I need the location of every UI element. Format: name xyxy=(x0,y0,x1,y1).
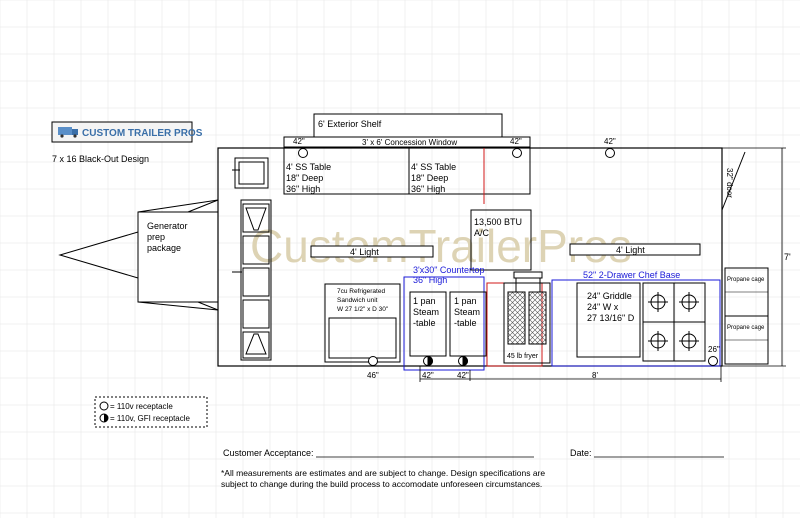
griddle xyxy=(576,282,641,358)
steam-table-2 xyxy=(449,291,487,357)
svg-text:18" Deep: 18" Deep xyxy=(286,173,323,183)
ac-unit xyxy=(470,209,532,271)
fryer-label: 45 lb fryer xyxy=(507,353,539,360)
company-logo: CUSTOM TRAILER PROS xyxy=(51,121,203,143)
right-outlet-height: 26" xyxy=(708,345,720,354)
svg-text:4' SS Table: 4' SS Table xyxy=(411,162,456,172)
propane-cage-2-label: Propane cage xyxy=(727,325,765,331)
svg-text:3'x30" Countertop: 3'x30" Countertop xyxy=(413,265,484,275)
steam-table-2-label: 1 pan Steam -table xyxy=(454,296,480,328)
gfi-receptacle-icon xyxy=(99,413,109,423)
floor-height-1: 46" xyxy=(367,371,379,380)
range-burners xyxy=(642,282,706,362)
svg-text:18" Deep: 18" Deep xyxy=(411,173,448,183)
door-label: 32" door xyxy=(725,168,734,198)
fryer xyxy=(503,271,551,364)
date-label: Date: xyxy=(570,448,592,458)
refrigerator-drawer xyxy=(328,317,397,359)
legend xyxy=(94,396,208,428)
fridge-label: 7cu Refrigerated Sandwich unit W 27 1/2"… xyxy=(337,288,389,313)
svg-text:prep: prep xyxy=(147,232,165,242)
door xyxy=(721,151,746,211)
height-dimension xyxy=(722,147,786,367)
svg-text:36" High: 36" High xyxy=(286,184,320,194)
three-compartment-sink xyxy=(232,199,272,361)
chef-base xyxy=(551,279,721,367)
light-2-label: 4' Light xyxy=(616,245,645,255)
light-1 xyxy=(310,245,434,258)
refrigerated-sandwich-unit xyxy=(324,283,401,363)
svg-text:36" High: 36" High xyxy=(413,275,447,285)
legend-item-1: = 110v receptacle xyxy=(110,402,173,411)
generator-label: Generator prep package xyxy=(147,221,188,253)
svg-text:W 27 1/2" x D 30": W 27 1/2" x D 30" xyxy=(337,306,389,313)
svg-text:36" High: 36" High xyxy=(411,184,445,194)
countertop xyxy=(403,276,485,371)
truck-icon xyxy=(58,127,78,138)
customer-acceptance-label: Customer Acceptance: xyxy=(223,448,314,458)
design-title: 7 x 16 Black-Out Design xyxy=(52,154,149,164)
receptacle-icon xyxy=(99,401,109,411)
light-1-label: 4' Light xyxy=(350,247,379,257)
length-dimension xyxy=(419,366,722,382)
receptacle-icon xyxy=(298,148,615,158)
svg-text:Steam: Steam xyxy=(413,307,439,317)
svg-text:24" Griddle: 24" Griddle xyxy=(587,291,632,301)
disclaimer-line-1: *All measurements are estimates and are … xyxy=(221,468,545,478)
svg-text:Generator: Generator xyxy=(147,221,188,231)
logo-text: CUSTOM TRAILER PROS xyxy=(82,128,203,139)
ac-label: 13,500 BTU A/C xyxy=(474,217,522,238)
chef-base-label: 52" 2-Drawer Chef Base xyxy=(583,270,680,280)
propane-cage-1-label: Propane cage xyxy=(727,277,765,283)
light-2 xyxy=(569,243,701,256)
svg-text:-table: -table xyxy=(454,318,477,328)
steam-table-1-label: 1 pan Steam -table xyxy=(413,296,439,328)
height-label: 7' xyxy=(784,252,791,262)
floor-height-3: 42" xyxy=(457,371,469,380)
outlet-height-3: 42" xyxy=(604,137,616,146)
svg-text:Steam: Steam xyxy=(454,307,480,317)
svg-text:24" W x: 24" W x xyxy=(587,302,619,312)
ss-table-1-label: 4' SS Table 18" Deep 36" High xyxy=(286,162,331,194)
receptacle-icon xyxy=(368,356,718,366)
griddle-label: 24" Griddle 24" W x 27 13/16" D xyxy=(587,291,635,323)
ss-table-2 xyxy=(408,147,531,195)
svg-text:27 13/16" D: 27 13/16" D xyxy=(587,313,635,323)
exterior-shelf-label: 6' Exterior Shelf xyxy=(318,119,382,129)
svg-text:7cu Refrigerated: 7cu Refrigerated xyxy=(337,288,385,295)
svg-text:-table: -table xyxy=(413,318,436,328)
svg-text:1 pan: 1 pan xyxy=(454,296,477,306)
floor-height-2: 42" xyxy=(422,371,434,380)
svg-text:Sandwich unit: Sandwich unit xyxy=(337,297,378,304)
svg-text:package: package xyxy=(147,243,181,253)
hand-sink xyxy=(232,157,269,189)
outlet-height-1: 42" xyxy=(293,137,305,146)
concession-window xyxy=(283,136,531,148)
length-label: 8' xyxy=(592,371,598,380)
gfi-receptacle-icon xyxy=(423,355,468,367)
svg-text:1 pan: 1 pan xyxy=(413,296,436,306)
svg-text:13,500 BTU: 13,500 BTU xyxy=(474,217,522,227)
ss-table-2-label: 4' SS Table 18" Deep 36" High xyxy=(411,162,456,194)
svg-text:4' SS Table: 4' SS Table xyxy=(286,162,331,172)
outlet-height-2: 42" xyxy=(510,137,522,146)
legend-item-2: = 110v, GFI receptacle xyxy=(110,414,191,423)
svg-text:A/C: A/C xyxy=(474,228,490,238)
trailer-tongue xyxy=(58,199,219,311)
disclaimer-line-2: subject to change during the build proce… xyxy=(221,479,542,489)
concession-window-label: 3' x 6' Concession Window xyxy=(362,138,457,147)
countertop-label: 3'x30" Countertop 36" High xyxy=(413,265,484,285)
